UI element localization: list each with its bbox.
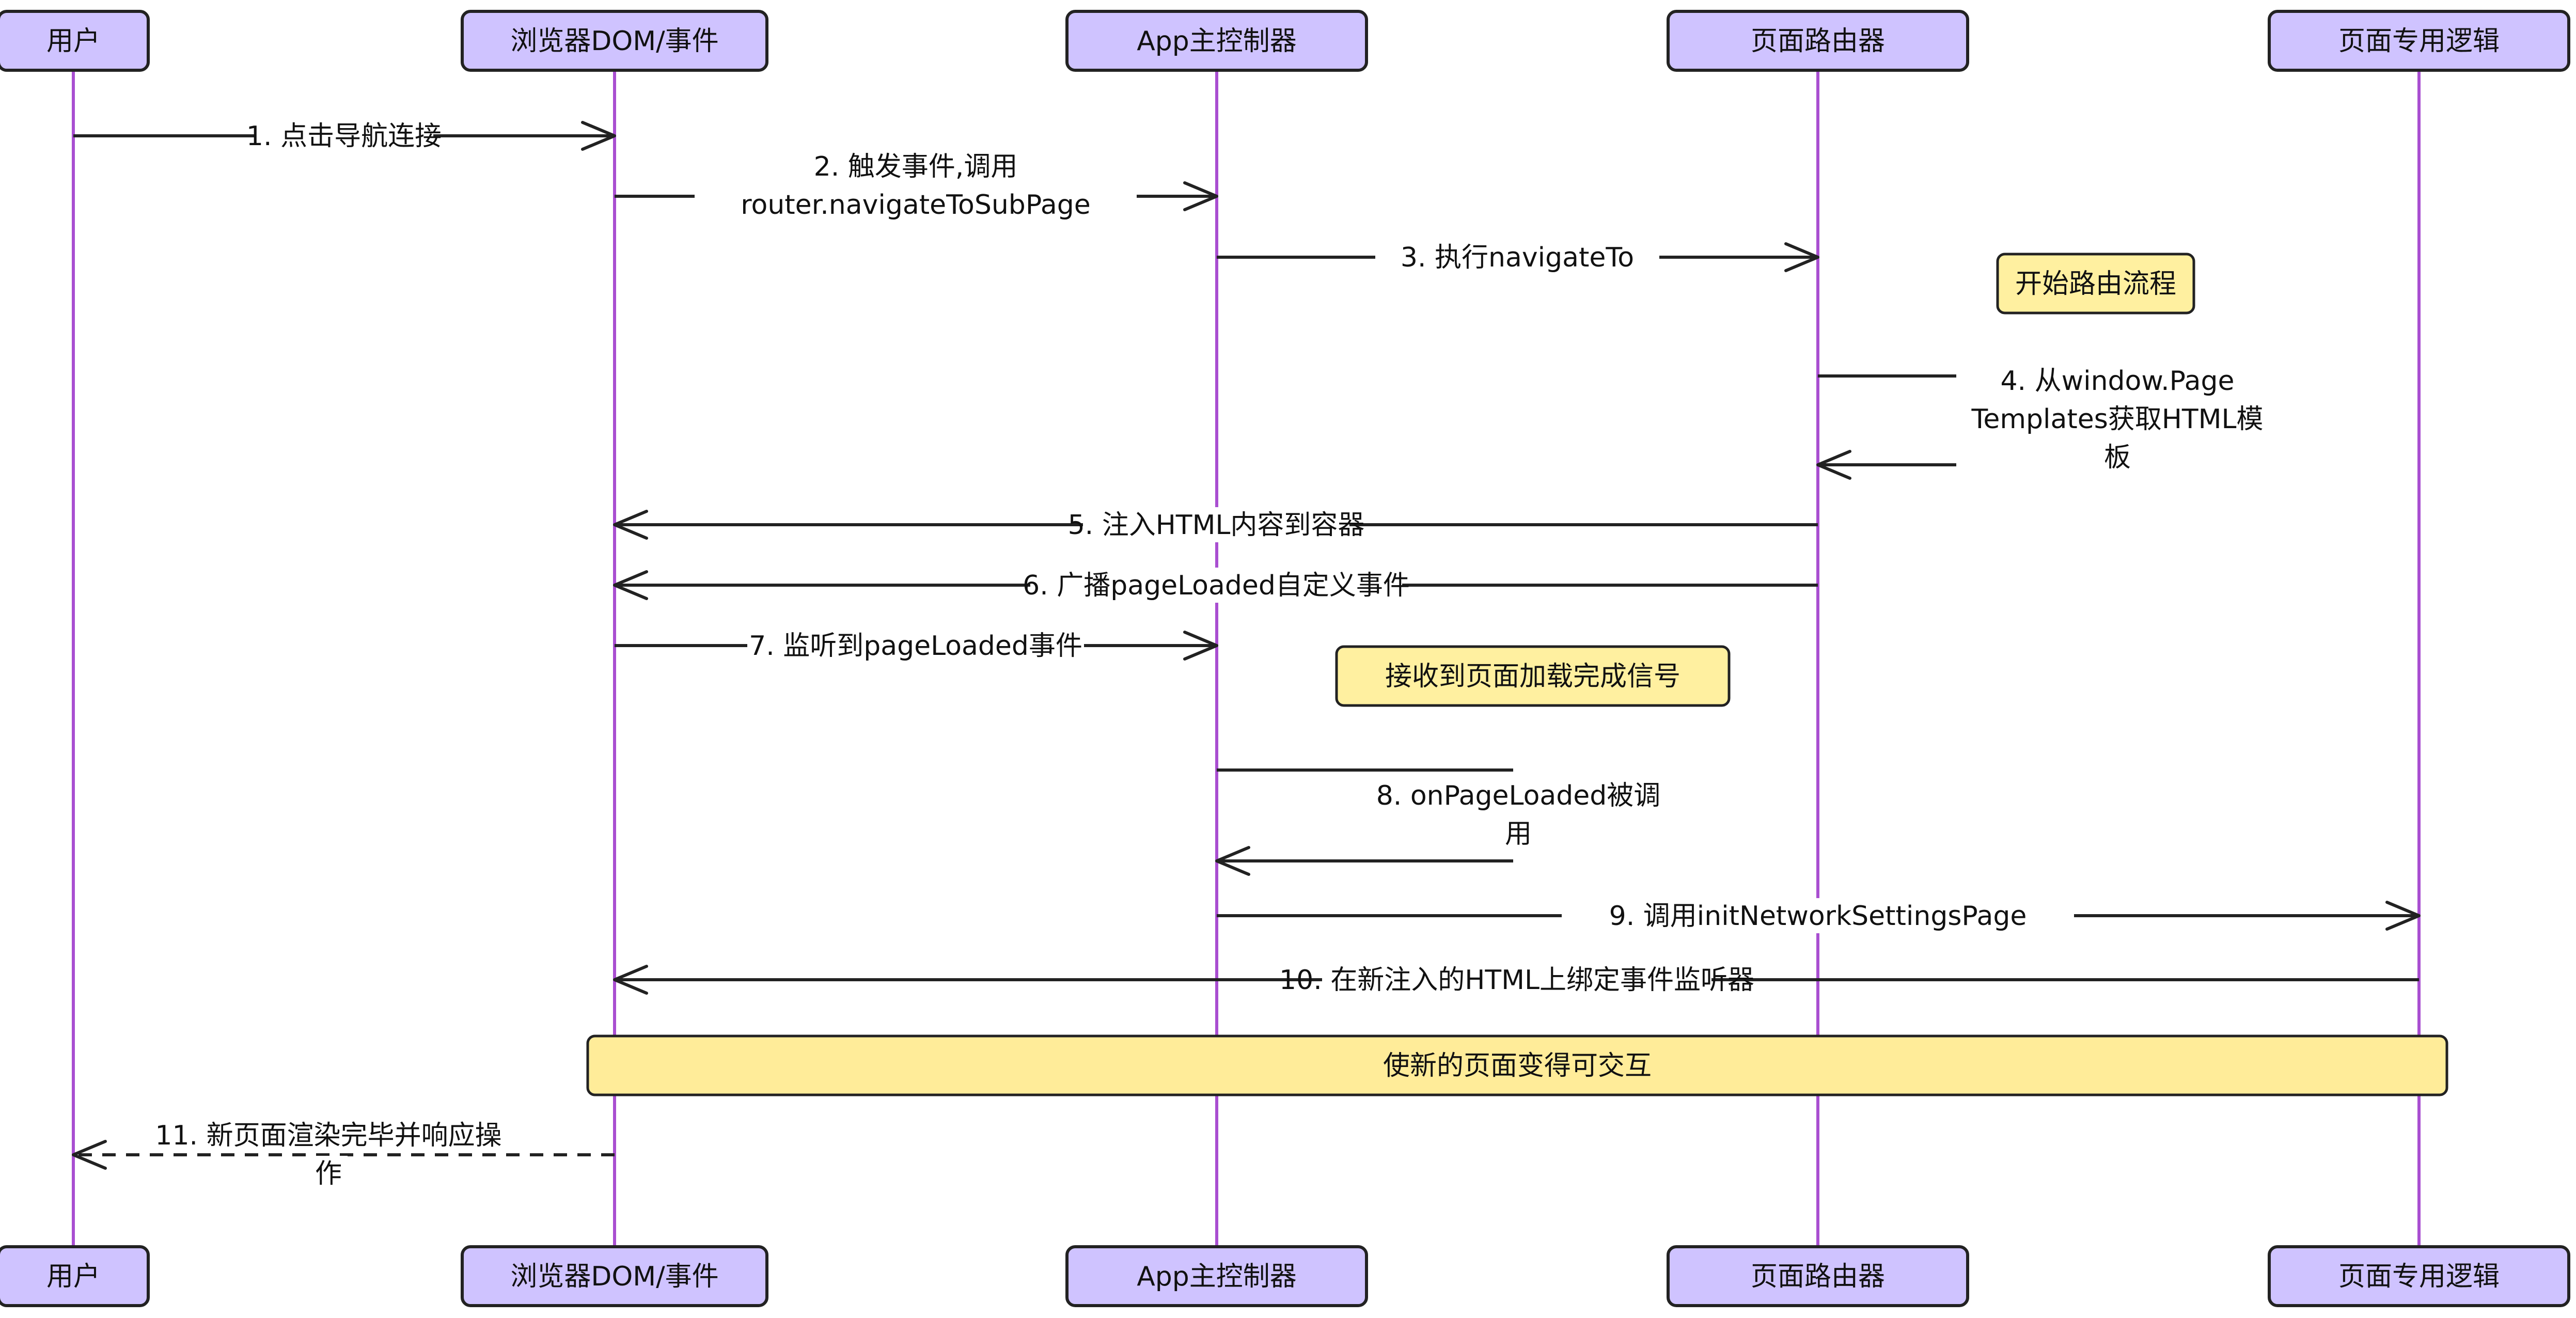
- arrowhead: [1215, 846, 1250, 876]
- actor-box: [0, 10, 150, 72]
- actor-label: App主控制器: [1137, 26, 1297, 57]
- message-label-bg: [695, 187, 1137, 222]
- message-label-bg: [747, 628, 1084, 663]
- actor-label: 用户: [46, 1261, 100, 1292]
- actor-label: App主控制器: [1137, 1261, 1297, 1292]
- arrowhead: [613, 510, 648, 540]
- message-label-bg: [1375, 240, 1659, 275]
- actor-box: [1667, 1245, 1969, 1307]
- message-3: 3. 执行navigateTo: [1217, 240, 1819, 275]
- actor-dom-bottom: 浏览器DOM/事件: [461, 1245, 768, 1307]
- message-5: 5. 注入HTML内容到容器: [613, 507, 1818, 542]
- message-label: 11. 新页面渲染完毕并响应操: [155, 1120, 501, 1151]
- actor-box: [1065, 1245, 1368, 1307]
- arrowhead: [1784, 242, 1819, 272]
- message-label: 1. 点击导航连接: [246, 121, 442, 152]
- note-text: 开始路由流程: [2015, 269, 2176, 300]
- actor-label: 浏览器DOM/事件: [510, 1261, 718, 1292]
- message-label-bg: [1562, 898, 2074, 933]
- arrowhead: [1183, 631, 1218, 661]
- message-label: Templates获取HTML模: [1971, 404, 2263, 435]
- messages: 1. 点击导航连接 2. 触发事件,调用 router.navigateToSubP…: [72, 118, 2421, 1191]
- message-label-bg: [1359, 778, 1678, 813]
- message-label: 5. 注入HTML内容到容器: [1068, 510, 1365, 541]
- message-label-bg: [309, 1156, 348, 1191]
- actor-page-top: 页面专用逻辑: [2268, 10, 2570, 72]
- message-2: 2. 触发事件,调用 router.navigateToSubPage: [615, 149, 1218, 222]
- actor-dom-top: 浏览器DOM/事件: [461, 10, 768, 72]
- note-box: [586, 1034, 2448, 1096]
- message-label: 9. 调用initNetworkSettingsPage: [1609, 901, 2027, 932]
- actor-box: [1065, 10, 1368, 72]
- actor-user-top: 用户: [0, 10, 150, 72]
- self-arrow-line: [1818, 374, 1956, 466]
- actor-app-bottom: App主控制器: [1065, 1245, 1368, 1307]
- actor-router-bottom: 页面路由器: [1667, 1245, 1969, 1307]
- message-7: 7. 监听到pageLoaded事件: [615, 628, 1218, 663]
- message-label: 7. 监听到pageLoaded事件: [749, 631, 1082, 662]
- note-box: [1335, 645, 1731, 707]
- actor-box: [461, 1245, 768, 1307]
- message-9: 9. 调用initNetworkSettingsPage: [1217, 898, 2421, 933]
- arrowhead: [2385, 901, 2421, 931]
- message-label-bg: [1967, 401, 2268, 436]
- arrowhead: [1183, 181, 1218, 211]
- message-label: 8. onPageLoaded被调: [1376, 780, 1661, 811]
- message-label: 10. 在新注入的HTML上绑定事件监听器: [1279, 965, 1754, 996]
- arrowhead: [72, 1140, 107, 1170]
- actors: 用户用户浏览器DOM/事件浏览器DOM/事件App主控制器App主控制器页面路由…: [0, 10, 2570, 1307]
- message-1: 1. 点击导航连接: [73, 118, 616, 153]
- arrowhead: [613, 570, 648, 600]
- actor-box: [2268, 10, 2570, 72]
- message-label: 作: [315, 1158, 342, 1189]
- message-label: 板: [2104, 442, 2131, 473]
- actor-box: [1667, 10, 1969, 72]
- actor-box: [461, 10, 768, 72]
- actor-label: 浏览器DOM/事件: [510, 26, 718, 57]
- note-text: 接收到页面加载完成信号: [1385, 661, 1680, 692]
- self-arrow-line: [1217, 768, 1513, 862]
- actor-user-bottom: 用户: [0, 1245, 150, 1307]
- note-box: [1996, 253, 2195, 315]
- note-text: 使新的页面变得可交互: [1383, 1050, 1652, 1081]
- note-3: 使新的页面变得可交互: [586, 1034, 2448, 1096]
- arrowhead: [1816, 450, 1851, 480]
- actor-box: [2268, 1245, 2570, 1307]
- actor-label: 页面路由器: [1751, 1261, 1885, 1292]
- message-10: 10. 在新注入的HTML上绑定事件监听器: [613, 962, 2419, 997]
- actor-label: 页面专用逻辑: [2338, 26, 2500, 57]
- message-label: 6. 广播pageLoaded自定义事件: [1023, 570, 1410, 601]
- message-label: 4. 从window.Page: [2000, 366, 2234, 397]
- message-label: 2. 触发事件,调用: [814, 151, 1018, 182]
- message-label-bg: [1030, 568, 1402, 603]
- message-label-bg: [2098, 440, 2137, 475]
- message-label: 用: [1505, 819, 1532, 850]
- message-label-bg: [186, 1118, 470, 1153]
- message-label-bg: [255, 118, 433, 153]
- message-label-bg: [1322, 962, 1711, 997]
- actor-label: 页面专用逻辑: [2338, 1261, 2500, 1292]
- message-label-bg: [1083, 507, 1349, 542]
- note-1: 开始路由流程: [1996, 253, 2195, 315]
- message-label-bg: [1499, 816, 1537, 851]
- arrowhead: [581, 121, 616, 151]
- message-6: 6. 广播pageLoaded自定义事件: [613, 568, 1818, 603]
- message-label: 3. 执行navigateTo: [1401, 242, 1634, 273]
- arrowhead: [613, 965, 648, 995]
- message-label-bg: [818, 149, 1014, 184]
- actor-page-bottom: 页面专用逻辑: [2268, 1245, 2570, 1307]
- actor-router-top: 页面路由器: [1667, 10, 1969, 72]
- message-label-bg: [1975, 363, 2259, 398]
- actor-box: [0, 1245, 150, 1307]
- actor-label: 页面路由器: [1751, 26, 1885, 57]
- actor-label: 用户: [46, 26, 100, 57]
- message-label: router.navigateToSubPage: [741, 190, 1090, 221]
- actor-app-top: App主控制器: [1065, 10, 1368, 72]
- note-2: 接收到页面加载完成信号: [1335, 645, 1731, 707]
